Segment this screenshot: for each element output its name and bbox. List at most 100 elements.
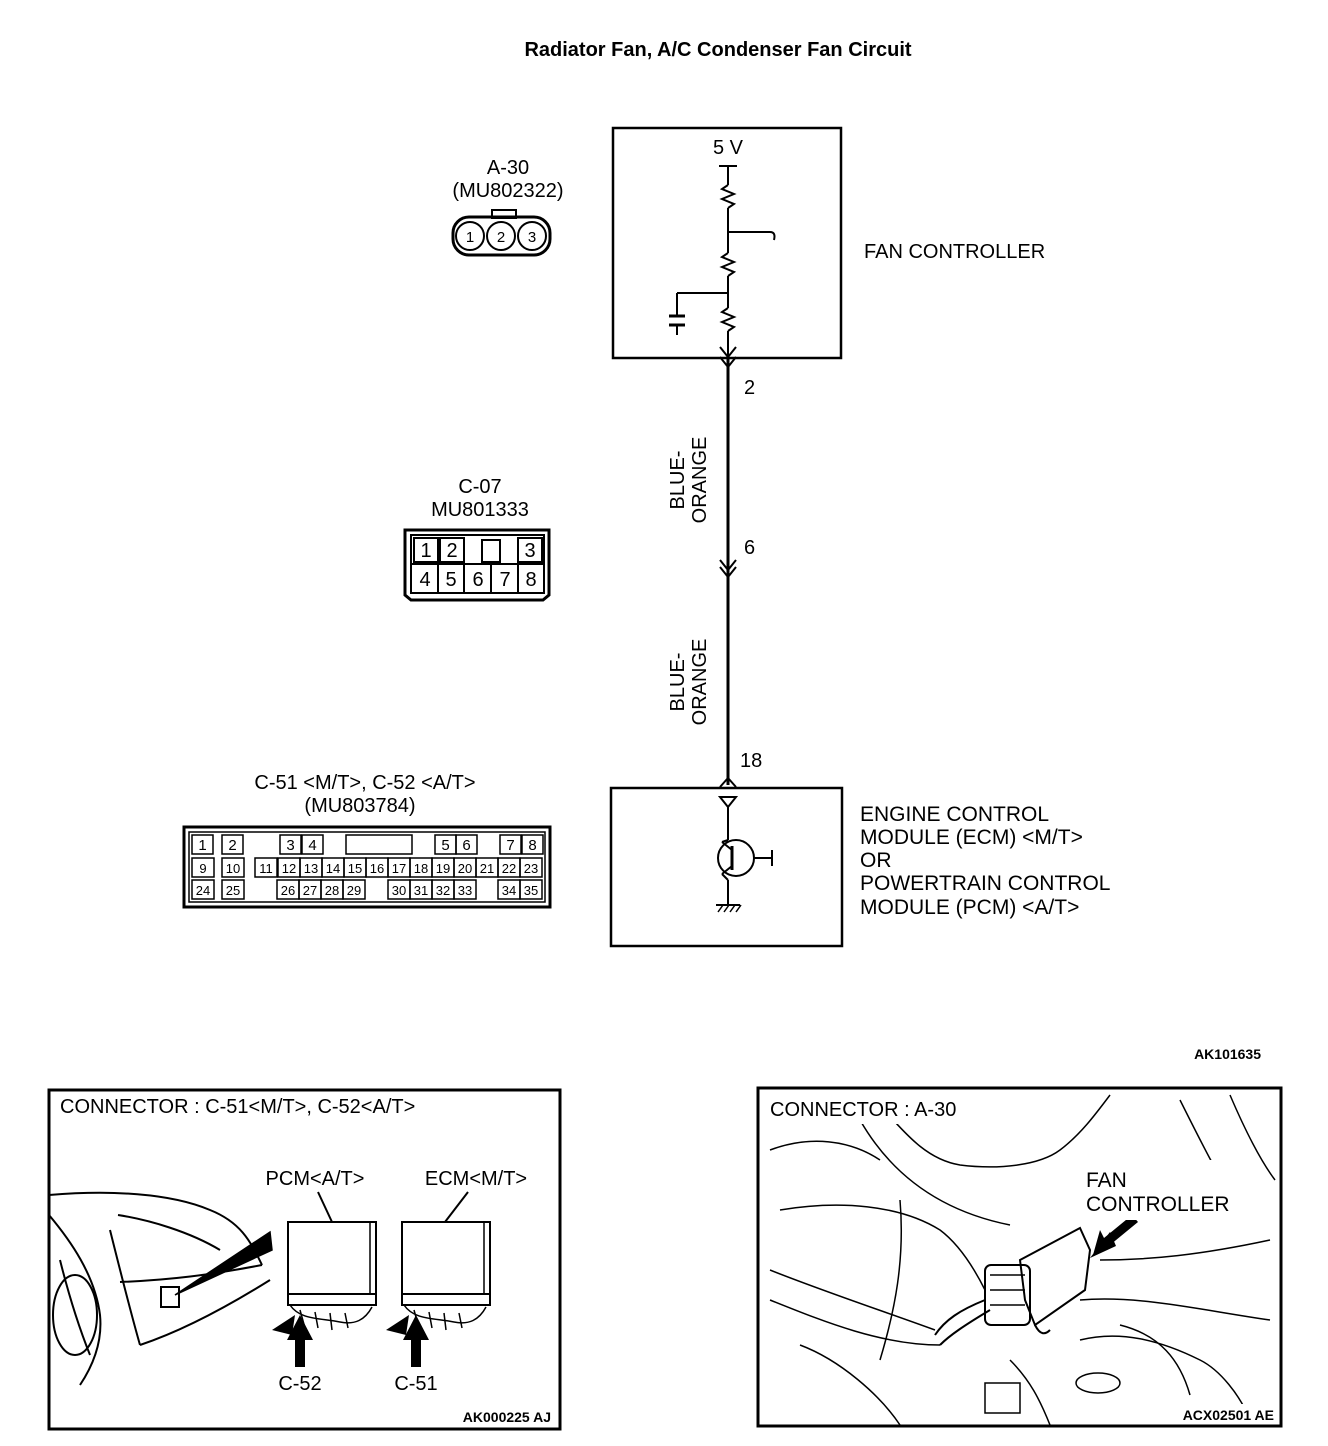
fan-controller-illustration — [934, 1226, 1092, 1346]
ecm-pin-label: 18 — [740, 750, 762, 772]
connector-c51-pin: 24 — [196, 883, 210, 898]
connector-c51-pin: 2 — [228, 837, 236, 854]
connector-c51-cell — [221, 879, 245, 900]
connector-c07-pin: 3 — [524, 540, 535, 562]
connector-c51-pin: 6 — [462, 837, 470, 854]
ecm-label-line2: MODULE (ECM) <M/T> — [860, 826, 1083, 849]
connector-c51-pin: 13 — [304, 861, 318, 876]
connector-c51-cell — [279, 834, 302, 855]
connector-c51-pin: 4 — [308, 837, 316, 854]
connector-c07-part: MU801333 — [431, 499, 529, 521]
connector-c51-pin: 18 — [414, 861, 428, 876]
connector-c51-pin: 23 — [524, 861, 538, 876]
connector-c51-pin: 8 — [528, 837, 536, 854]
connector-c51-cell — [455, 834, 478, 855]
connector-a30-pin: 2 — [497, 229, 505, 246]
connector-c51-part: (MU803784) — [304, 795, 415, 817]
connector-c07-name: C-07 — [458, 476, 501, 498]
panel-right-label-line1: FAN — [1086, 1169, 1127, 1192]
ecm-label-line5: MODULE (PCM) <A/T> — [860, 896, 1079, 919]
connector-c51-cell — [191, 879, 215, 900]
junction-pin-label: 6 — [744, 537, 755, 559]
connector-c51-pin: 11 — [259, 861, 273, 876]
junction-connector-mark — [719, 559, 737, 579]
connector-c51-pin: 26 — [281, 883, 295, 898]
connector-c51-pin: 32 — [436, 883, 450, 898]
connector-c07-pin: 8 — [525, 569, 536, 591]
connector-c51-pin: 33 — [458, 883, 472, 898]
connector-c51-pin: 7 — [506, 837, 514, 854]
ecm-panel-label: ECM<M/T> — [425, 1168, 527, 1190]
pcm-module-illustration — [272, 1221, 377, 1335]
arrow-label-c52: C-52 — [278, 1373, 321, 1395]
connector-c51-pin: 34 — [502, 883, 516, 898]
connector-location-panel-left: CONNECTOR : C-51<M/T>, C-52<A/T> PCM<A/T… — [47, 1088, 562, 1431]
connector-c51-pin: 3 — [286, 837, 294, 854]
locator-arrow — [1090, 1232, 1116, 1258]
connector-c51-pin: 25 — [226, 883, 240, 898]
panel-left-title: CONNECTOR : C-51<M/T>, C-52<A/T> — [60, 1096, 415, 1118]
connector-c51-pin: 30 — [392, 883, 406, 898]
connector-c51-pin: 12 — [282, 861, 296, 876]
wire-color-label-1a: BLUE- — [667, 451, 689, 510]
fan-controller-label: FAN CONTROLLER — [864, 241, 1045, 263]
ecm-label-line4: POWERTRAIN CONTROL — [860, 872, 1110, 895]
connector-c07: C-07 MU801333 1 2 3 4 5 6 7 8 — [403, 476, 551, 602]
connector-c51-pin: 5 — [441, 837, 449, 854]
connector-c51-cell — [221, 834, 244, 855]
connector-c51-name: C-51 <M/T>, C-52 <A/T> — [254, 772, 475, 794]
connector-a30-pin: 1 — [466, 229, 474, 246]
connector-a30-name: A-30 — [487, 157, 529, 179]
arrow-label-c51: C-51 — [394, 1373, 437, 1395]
connector-c51-pin: 10 — [226, 861, 240, 876]
connector-c51-pin: 20 — [458, 861, 472, 876]
connector-c51-pin: 28 — [325, 883, 339, 898]
connector-c51-pin: 15 — [348, 861, 362, 876]
engine-bay-illustration — [769, 1094, 1276, 1426]
fan-controller-block: 5 V FAN CONTROLLER 2 — [611, 126, 1045, 399]
ecm-module-illustration — [386, 1221, 491, 1335]
connector-a30: A-30 (MU802322) 1 2 3 — [451, 157, 564, 257]
connector-c51-pin: 1 — [198, 837, 206, 854]
connector-c51-pin: 21 — [480, 861, 494, 876]
connector-c51-pin: 16 — [370, 861, 384, 876]
diagram-title: Radiator Fan, A/C Condenser Fan Circuit — [524, 39, 911, 61]
connector-c07-pin: 1 — [420, 540, 431, 562]
panel-right-title: CONNECTOR : A-30 — [770, 1099, 956, 1121]
connector-c51-pin: 9 — [199, 861, 206, 876]
dashboard-illustration — [48, 1191, 273, 1386]
connector-a30-part: (MU802322) — [452, 180, 563, 202]
connector-c51-pin: 29 — [347, 883, 361, 898]
wire-color-label-2b: ORANGE — [689, 639, 711, 726]
fan-controller-pin-label: 2 — [744, 377, 755, 399]
supply-voltage-label: 5 V — [713, 137, 744, 159]
connector-c07-pin: 5 — [445, 569, 456, 591]
ecm-label-line1: ENGINE CONTROL — [860, 803, 1049, 826]
connector-c07-pin: 6 — [472, 569, 483, 591]
diagram-code: AK101635 — [1194, 1046, 1261, 1062]
connector-c51-cell — [499, 834, 522, 855]
connector-c51-cell — [191, 857, 215, 878]
connector-c51-pin: 27 — [303, 883, 317, 898]
connector-c51-cell — [521, 834, 544, 855]
connector-c51-pin: 17 — [392, 861, 406, 876]
panel-right-code: ACX02501 AE — [1183, 1407, 1274, 1423]
wire-color-label-1b: ORANGE — [689, 437, 711, 524]
ecm-block — [609, 786, 844, 948]
connector-c51-cell — [345, 834, 413, 855]
connector-a30-pin: 3 — [528, 229, 536, 246]
connector-c51-cell — [453, 879, 477, 900]
connector-c51-cell — [519, 857, 543, 878]
connector-c07-pin: 2 — [446, 540, 457, 562]
connector-location-panel-right: CONNECTOR : A-30 FAN CONTROLLER ACX02501… — [756, 1086, 1283, 1428]
connector-c51-pin: 31 — [414, 883, 428, 898]
connector-c51-pin: 22 — [502, 861, 516, 876]
panel-left-code: AK000225 AJ — [463, 1409, 551, 1425]
connector-c51-pin: 14 — [326, 861, 340, 876]
connector-c07-pin: 7 — [499, 569, 510, 591]
connector-c51-cell — [519, 879, 543, 900]
pcm-label: PCM<A/T> — [266, 1168, 365, 1190]
